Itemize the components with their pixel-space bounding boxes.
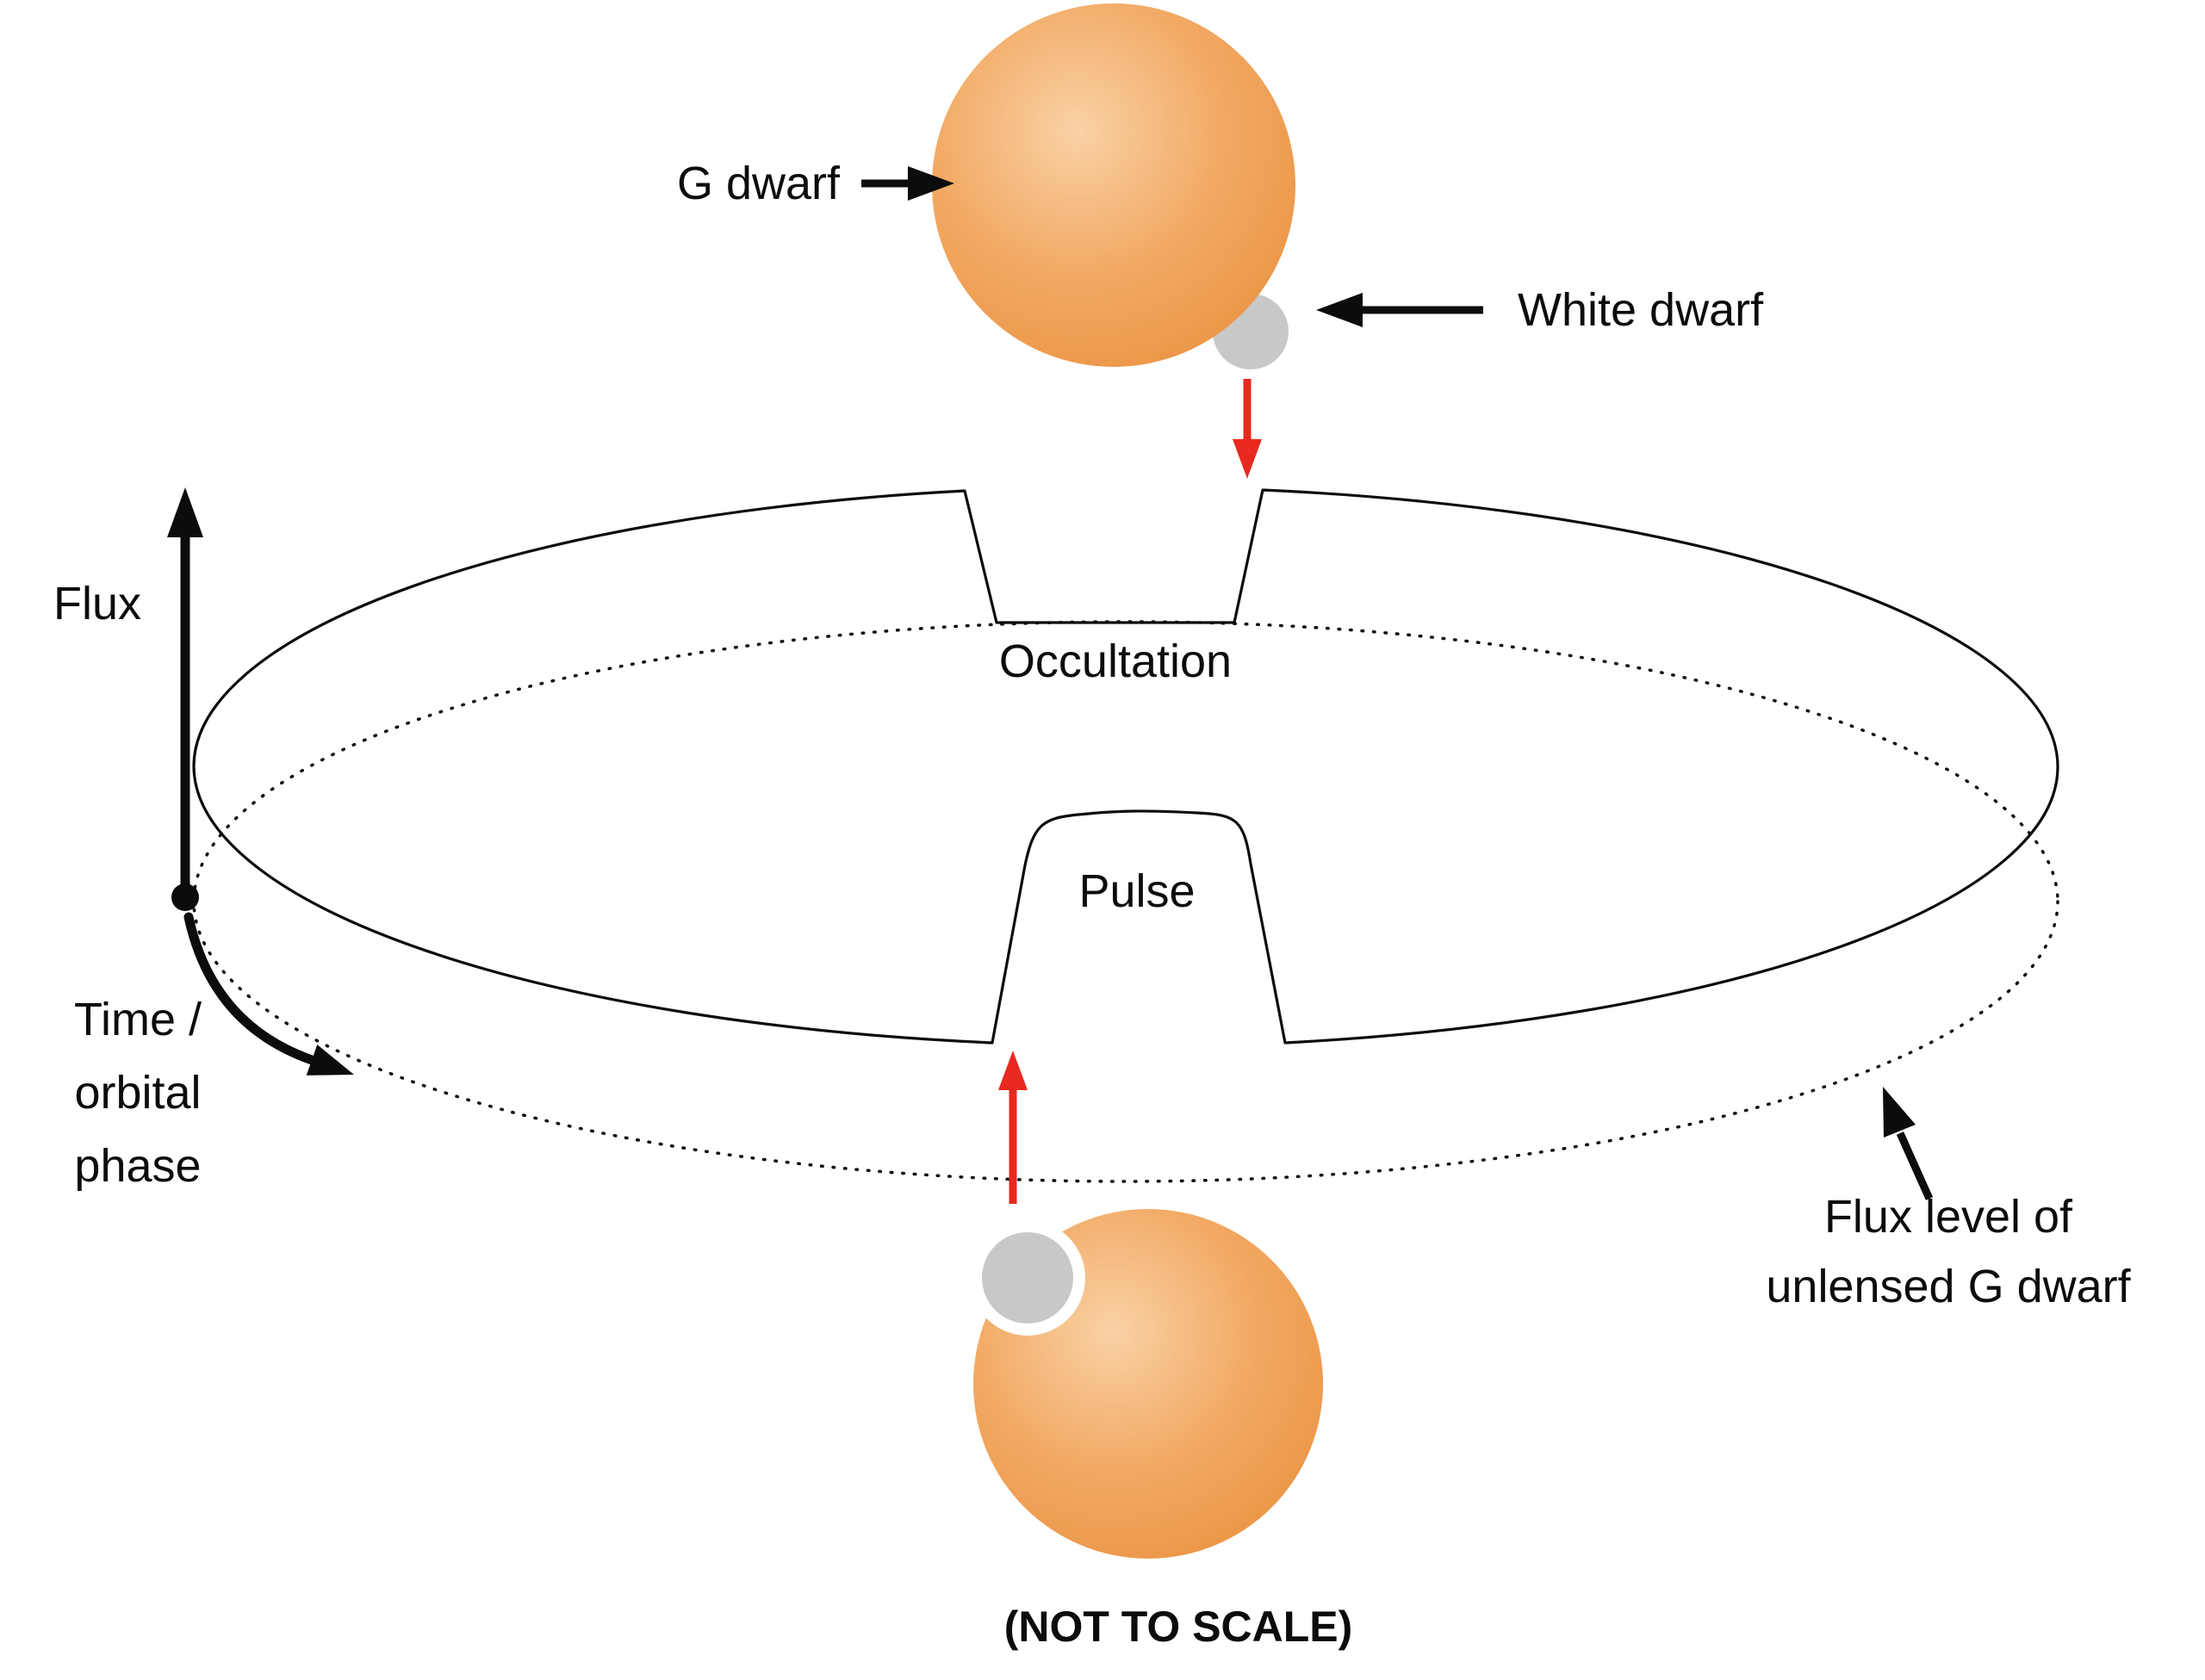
flux-axis-arrowhead [167,487,203,537]
g-dwarf-label: G dwarf [677,158,841,209]
bottom-binary-configuration [970,1209,1323,1559]
g-dwarf-star-top [932,3,1295,367]
white-dwarf-pointer [1316,293,1483,327]
white-dwarf-bottom [982,1232,1073,1324]
white-dwarf-pointer-arrowhead [1316,293,1363,327]
occultation-label: Occultation [999,635,1232,687]
time-axis-label-line2: orbital [74,1067,201,1119]
white-dwarf-label: White dwarf [1518,284,1764,336]
occultation-arrow [1233,379,1262,479]
flux-level-pointer-arrowhead [1883,1087,1916,1138]
g-dwarf-pointer-arrowhead [908,166,954,201]
flux-axis-label: Flux [53,578,141,629]
time-axis-label-line3: phase [74,1140,201,1192]
time-axis-arrowhead [306,1045,354,1076]
flux-level-pointer [1883,1087,1934,1200]
unlensed-flux-baseline-ellipse [192,620,2059,1183]
time-axis-label-line1: Time / [74,994,202,1045]
flux-level-pointer-line [1896,1131,1934,1200]
not-to-scale-caption: (NOT TO SCALE) [1004,1603,1353,1651]
time-axis-label: Time / orbital phase [74,994,202,1192]
g-dwarf-pointer [861,166,954,201]
pulse-label: Pulse [1078,865,1195,917]
pulse-arrow [998,1051,1028,1204]
top-binary-configuration [932,3,1295,369]
pulse-arrowhead [998,1051,1028,1090]
light-curve [192,488,2059,1045]
flux-level-label-line1: Flux level of [1824,1191,2073,1243]
time-axis-curve [183,912,317,1065]
flux-level-label-line2: unlensed G dwarf [1766,1261,2131,1312]
time-axis [183,912,354,1076]
flux-axis [167,487,203,911]
flux-level-label: Flux level of unlensed G dwarf [1766,1191,2131,1312]
occultation-arrowhead [1233,439,1262,479]
origin-dot [171,883,199,911]
